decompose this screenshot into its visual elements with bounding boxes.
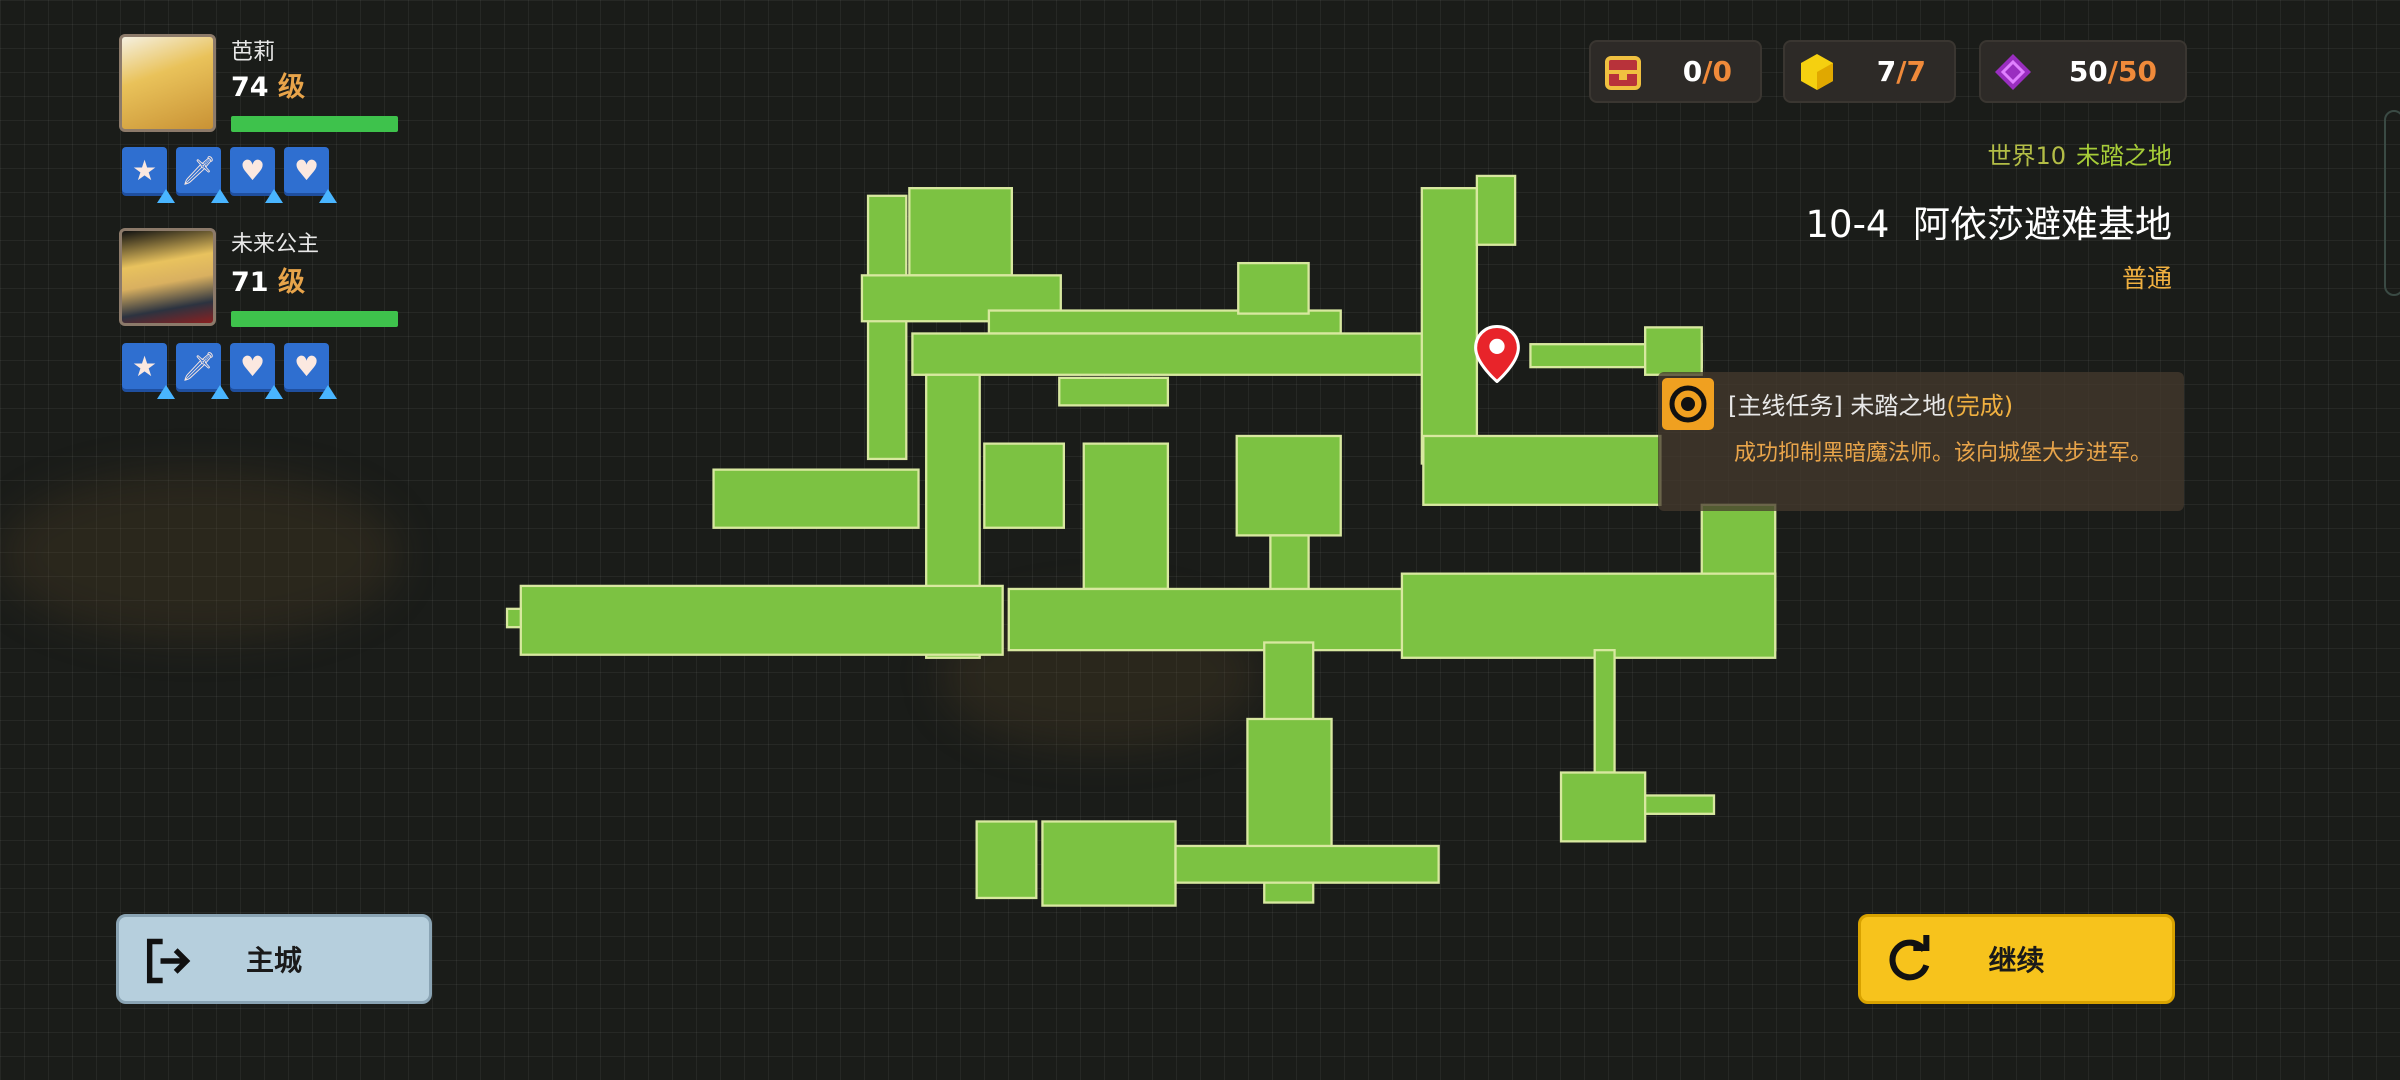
crystal-counter: 50/50 [1979,40,2187,103]
exit-icon [146,938,191,984]
side-drawer-handle[interactable] [2384,110,2400,296]
heart-icon[interactable]: ♥ [284,147,337,203]
hero-hp-bar [231,311,398,327]
hero-name: 未来公主 [231,232,320,257]
heart-icon[interactable]: ♥ [284,343,337,399]
hero-portrait[interactable] [119,34,216,132]
heart-icon[interactable]: ♥ [230,147,283,203]
difficulty-label: 普通 [2121,264,2172,293]
hero-skills: ★ 🗡 ♥ ♥ [122,147,337,203]
star-icon[interactable]: ★ [122,343,175,399]
quest-target-icon [1662,378,1714,430]
gold-cube-max: /7 [1896,55,1926,88]
quest-status: (完成) [1946,392,2014,420]
hero-level: 74 级 [231,72,305,103]
hero-card-1[interactable]: 芭莉 74 级 ★ 🗡 ♥ ♥ [119,34,439,203]
treasure-counter: 0/0 [1589,40,1762,103]
crystal-max: /50 [2107,55,2157,88]
hero-name: 芭莉 [231,40,276,65]
continue-button[interactable]: 继续 [1858,914,2175,1004]
quest-title: [主线任务] 未踏之地(完成) [1728,392,2014,420]
heart-icon[interactable]: ♥ [230,343,283,399]
crystal-count: 50 [2068,55,2108,88]
refresh-icon [1889,935,1930,981]
quest-description: 成功抑制黑暗魔法师。该向城堡大步进军。 [1734,441,2153,466]
gold-cube-count: 7 [1876,55,1897,88]
sword-icon[interactable]: 🗡 [176,343,229,399]
hero-level: 71 级 [231,267,305,298]
hero-card-2[interactable]: 未来公主 71 级 ★ 🗡 ♥ ♥ [119,228,439,399]
home-button[interactable]: 主城 [116,914,432,1004]
background-terrain [0,470,400,640]
stage-title: 10-4 阿依莎避难基地 [1805,203,2173,246]
treasure-max: /0 [1702,55,1732,88]
hero-skills: ★ 🗡 ♥ ♥ [122,343,337,399]
gold-cube-icon [1801,53,1833,90]
location-pin-icon [1474,325,1520,383]
purple-crystal-icon [1995,53,2031,90]
sword-icon[interactable]: 🗡 [176,147,229,203]
hero-portrait[interactable] [119,228,216,326]
treasure-count: 0 [1682,55,1703,88]
treasure-chest-icon [1605,55,1641,90]
gold-cube-counter: 7/7 [1783,40,1956,103]
star-icon[interactable]: ★ [122,147,175,203]
hero-hp-bar [231,116,398,132]
quest-panel[interactable]: [主线任务] 未踏之地(完成) 成功抑制黑暗魔法师。该向城堡大步进军。 [1658,372,2184,511]
